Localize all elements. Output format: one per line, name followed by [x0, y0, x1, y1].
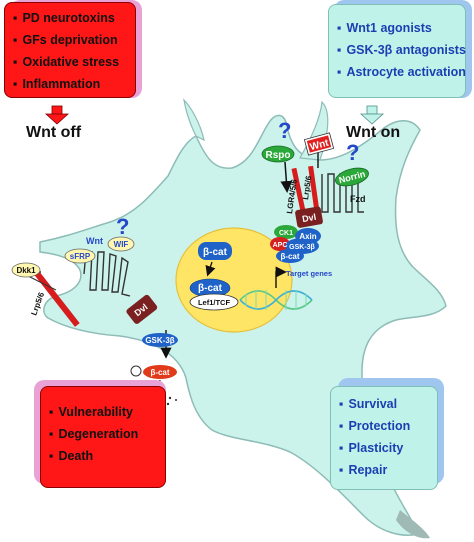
label-lef-tcf: Lef1/TCF [198, 298, 231, 307]
label-gsk-right: GSK-3β [289, 244, 315, 251]
activators-box: Wnt1 agonists GSK-3β antagonists Astrocy… [328, 4, 466, 98]
list-item: GSK-3β antagonists [337, 39, 465, 61]
label-bcat-nucleus: β-cat [198, 283, 223, 294]
label-wnt-right: Wnt [309, 138, 331, 154]
label-gsk-bottom: GSK-3β [145, 336, 174, 345]
outcome-negative-box: Vulnerability Degeneration Death [40, 386, 166, 488]
list-item: Survival [339, 393, 429, 415]
outcome-positive-box: Survival Protection Plasticity Repair [330, 386, 438, 490]
stress-factors-box: PD neurotoxins GFs deprivation Oxidative… [4, 2, 136, 98]
list-item: Wnt1 agonists [337, 17, 457, 39]
dna-helix-icon [239, 290, 313, 310]
label-lrp-left: Lrp5/6 [29, 291, 46, 317]
list-item: Degeneration [49, 423, 157, 445]
question-mark-wif: ? [116, 214, 129, 239]
label-apc: APC [273, 242, 288, 249]
label-wnt-left: Wnt [86, 236, 103, 246]
label-dvl-left: Dvl [132, 302, 149, 319]
label-bcat-cyto: β-cat [203, 247, 228, 258]
label-axin: Axin [299, 232, 316, 241]
list-item: Astrocyte activation [337, 61, 465, 83]
question-mark-norrin: ? [346, 140, 359, 165]
list-item: Plasticity [339, 437, 429, 459]
label-dvl-right: Dvl [301, 212, 317, 224]
label-target-genes: Target genes [286, 269, 332, 278]
wnt-on-label: Wnt on [346, 124, 401, 141]
label-fzd: Fzd [350, 194, 366, 204]
label-bcat-bottom: β-cat [150, 368, 169, 377]
label-lgr: LGR4/5/6 [285, 178, 299, 214]
fzd-receptor-left [83, 251, 131, 297]
list-item: GFs deprivation [13, 29, 127, 51]
list-item: PD neurotoxins [13, 7, 127, 29]
label-dkk1: Dkk1 [16, 266, 36, 275]
down-arrow-red-icon [44, 105, 70, 125]
label-ck1: CK1 [279, 230, 293, 237]
wnt-off-label: Wnt off [26, 124, 82, 141]
list-item: Vulnerability [49, 401, 157, 423]
label-rspo: Rspo [266, 150, 291, 161]
label-lrp-right: Lrp5/6 [301, 175, 313, 201]
list-item: Death [49, 445, 157, 467]
list-item: Protection [339, 415, 429, 437]
question-mark-rspo: ? [278, 118, 291, 143]
list-item: Oxidative stress [13, 51, 127, 73]
list-item: Repair [339, 459, 429, 481]
label-sfrp: sFRP [70, 252, 91, 261]
label-bcat-right: β-cat [280, 252, 299, 261]
label-wif: WIF [114, 240, 129, 249]
down-arrow-cyan-icon [359, 105, 385, 125]
list-item: Inflammation [13, 73, 127, 95]
